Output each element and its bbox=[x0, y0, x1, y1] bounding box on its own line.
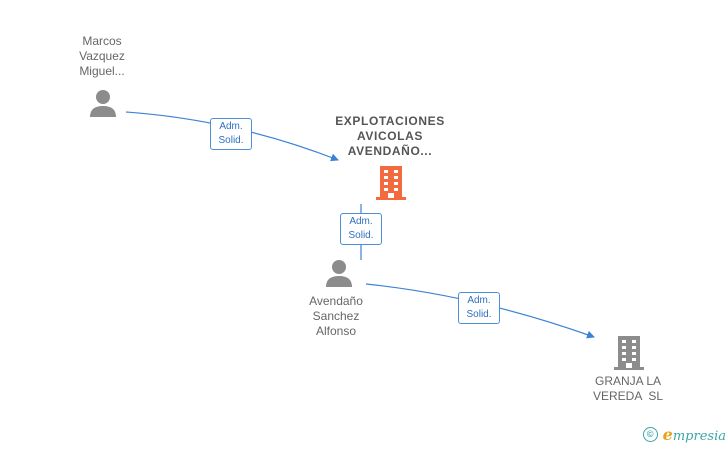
relation-label-line: Adm. bbox=[349, 216, 373, 227]
node-label-line: Miguel... bbox=[79, 64, 125, 78]
relation-badge[interactable]: Adm. Solid. bbox=[458, 292, 500, 324]
node-label-line: Marcos bbox=[82, 34, 122, 48]
node-label-line: EXPLOTACIONES bbox=[335, 114, 445, 128]
node-label-line: GRANJA LA bbox=[594, 374, 662, 388]
relation-label-line: Adm. bbox=[219, 121, 243, 132]
node-label-marcos[interactable]: Marcos Vazquez Miguel... bbox=[52, 34, 152, 79]
building-icon[interactable] bbox=[612, 334, 646, 370]
node-label-granja[interactable]: GRANJA LA VEREDA SL bbox=[576, 374, 680, 404]
brand-logo: empresia bbox=[662, 425, 726, 444]
relation-label-line: Solid. bbox=[348, 230, 374, 241]
relation-badge[interactable]: Adm. Solid. bbox=[210, 118, 252, 150]
node-label-line: Sanchez bbox=[312, 309, 360, 323]
node-label-line: AVENDAÑO... bbox=[347, 144, 433, 158]
person-icon[interactable] bbox=[88, 88, 118, 118]
person-icon[interactable] bbox=[324, 258, 354, 288]
footer-brand[interactable]: © empresia bbox=[642, 425, 726, 444]
relation-label-line: Adm. bbox=[467, 295, 491, 306]
node-label-avendano[interactable]: Avendaño Sanchez Alfonso bbox=[286, 294, 386, 339]
node-label-line: AVICOLAS bbox=[357, 129, 423, 143]
node-label-line: Vazquez bbox=[79, 49, 125, 63]
node-label-explotaciones[interactable]: EXPLOTACIONES AVICOLAS AVENDAÑO... bbox=[310, 114, 470, 159]
node-label-line: Alfonso bbox=[315, 324, 357, 338]
relation-label-line: Solid. bbox=[218, 135, 244, 146]
node-label-line: Avendaño bbox=[309, 294, 363, 308]
relation-label-line: Solid. bbox=[466, 309, 492, 320]
node-label-line: VEREDA SL bbox=[592, 389, 664, 403]
relation-badge[interactable]: Adm. Solid. bbox=[340, 213, 382, 245]
building-icon[interactable] bbox=[374, 164, 408, 200]
copyright-icon: © bbox=[642, 427, 658, 442]
